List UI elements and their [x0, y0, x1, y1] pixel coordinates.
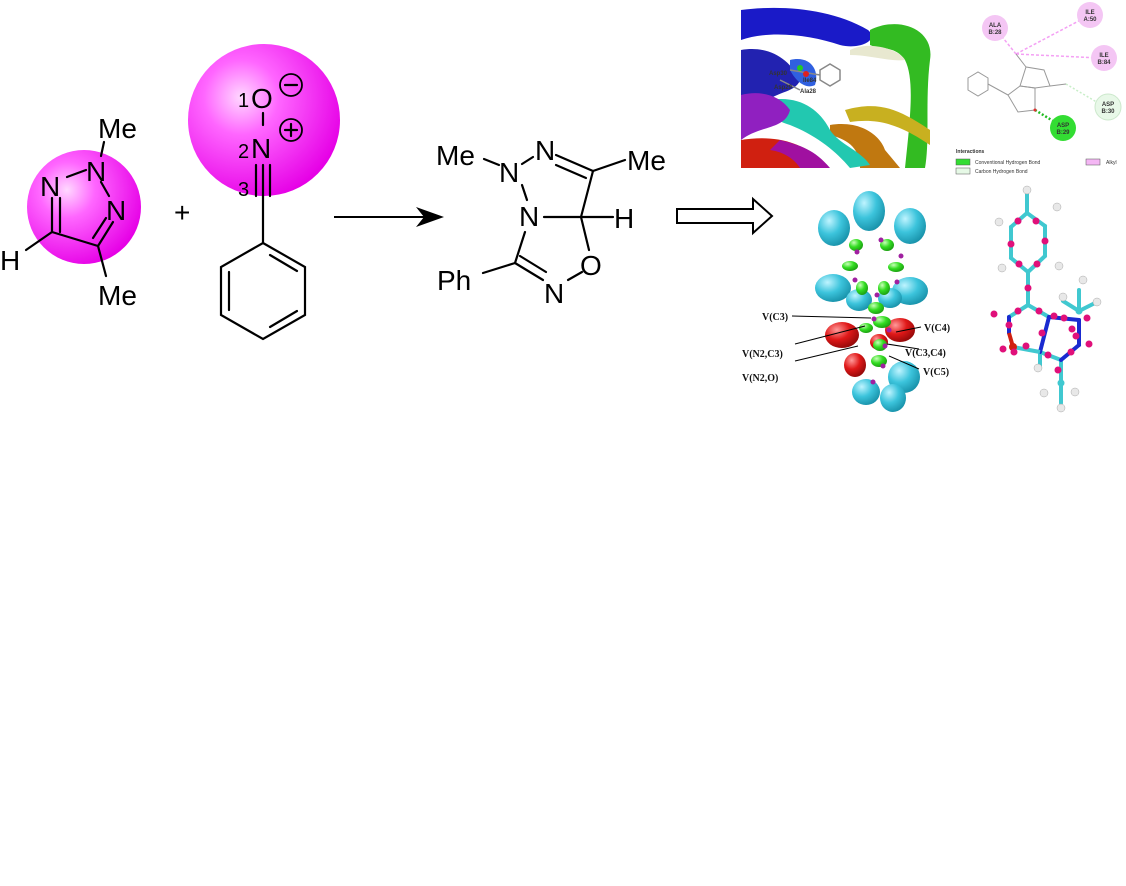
- svg-text:ILE: ILE: [1085, 10, 1094, 16]
- product-phenyl: Ph: [437, 265, 471, 296]
- product-methyl-right: Me: [627, 145, 666, 176]
- product-n-bottom: N: [544, 278, 564, 309]
- svg-text:B:30: B:30: [1101, 109, 1115, 115]
- svg-text:ASP: ASP: [1057, 123, 1069, 129]
- legend-title: Interactions: [956, 149, 985, 155]
- methyl-top: Me: [98, 113, 137, 144]
- residue-ile-b84: [1091, 45, 1117, 71]
- atom-number-2: 2: [238, 141, 249, 163]
- svg-text:ALA: ALA: [989, 23, 1002, 29]
- elf-basins-panel: V(C3) V(C4) V(N2,C3) V(C3,C4) V(N2,O) V(…: [742, 191, 950, 412]
- svg-text:B:29: B:29: [1056, 130, 1070, 136]
- atom-o: O: [251, 83, 273, 114]
- atom-n3: N: [106, 195, 126, 226]
- elf-label-v-c4: V(C4): [924, 323, 950, 334]
- product-n-top: N: [535, 135, 555, 166]
- product-h: H: [614, 203, 634, 234]
- elf-label-v-n2-c3: V(N2,C3): [742, 349, 783, 360]
- product-n-left: N: [499, 157, 519, 188]
- elf-label-v-c5: V(C5): [923, 367, 949, 378]
- negative-charge-icon: [279, 73, 303, 97]
- positive-charge-icon: [279, 118, 303, 142]
- elf-label-v-c3-c4: V(C3,C4): [905, 348, 946, 359]
- docking-3d-panel: Asp30 Ile84 Asp29 Ala28: [741, 4, 938, 168]
- residue-label-3d: Asp30: [769, 71, 788, 77]
- atom-h: H: [0, 245, 20, 276]
- docking-2d-panel: ALA B:28 ILE A:50 ILE B:84 ASP B:30 ASP …: [955, 2, 1122, 175]
- implication-arrow-icon: [676, 196, 774, 236]
- svg-text:ILE: ILE: [1099, 53, 1108, 59]
- product-n-bridge: N: [519, 201, 539, 232]
- legend-swatch: [955, 167, 971, 175]
- elf-label-v-c3: V(C3): [762, 312, 788, 323]
- residue-ala-b28: [982, 15, 1008, 41]
- elf-label-v-n2-o: V(N2,O): [742, 373, 778, 384]
- svg-text:B:84: B:84: [1097, 60, 1111, 66]
- nitrile-oxide-reactant: 1 O 2 N 3: [188, 44, 340, 341]
- product-o: O: [580, 250, 602, 281]
- atom-number-3: 3: [238, 179, 249, 201]
- atom-number-1: 1: [238, 90, 249, 112]
- atom-n2: N: [86, 156, 106, 187]
- triazole-highlight: [27, 150, 141, 264]
- svg-text:A:50: A:50: [1083, 17, 1097, 23]
- residue-asp-b29: [1050, 115, 1076, 141]
- residue-asp-b30: [1094, 93, 1122, 121]
- legend-label: Carbon Hydrogen Bond: [975, 169, 1028, 175]
- legend-label: Conventional Hydrogen Bond: [975, 160, 1041, 166]
- cycloadduct-product: Me N N Me N H Ph O N: [436, 135, 666, 309]
- legend-label: Alkyl: [1106, 160, 1117, 166]
- product-methyl-left: Me: [436, 140, 475, 171]
- legend-swatch: [955, 158, 971, 166]
- atom-n: N: [251, 133, 271, 164]
- residue-label-3d: Ala28: [800, 89, 817, 95]
- ball-and-stick-model: [990, 185, 1102, 413]
- residue-label-3d: Asp29: [774, 85, 793, 91]
- methyl-bottom: Me: [98, 280, 137, 311]
- residue-ile-a50: [1077, 2, 1103, 28]
- residue-label-3d: Ile84: [803, 78, 817, 84]
- svg-text:B:28: B:28: [988, 30, 1002, 36]
- plus-sign: +: [174, 197, 190, 228]
- legend-swatch: [1085, 158, 1101, 166]
- atom-n1: N: [40, 171, 60, 202]
- triazole-reactant: N N N H Me Me: [0, 113, 141, 311]
- svg-text:ASP: ASP: [1102, 102, 1114, 108]
